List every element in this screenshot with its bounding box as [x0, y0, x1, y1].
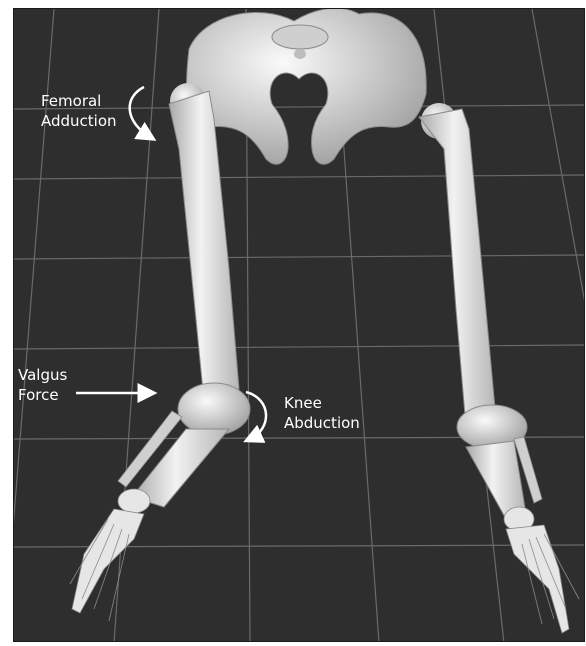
femoral-adduction-label-line1: Femoral — [41, 91, 117, 111]
valgus-force-label: Valgus Force — [18, 365, 67, 405]
right-foot — [70, 489, 150, 621]
left-leg — [419, 103, 579, 633]
left-foot — [504, 507, 579, 633]
valgus-force-label-line2: Force — [18, 385, 67, 405]
right-leg — [70, 83, 250, 621]
femoral-adduction-label: Femoral Adduction — [41, 91, 117, 131]
skeleton-render-view: Femoral Adduction Valgus Force Knee Abdu… — [13, 8, 585, 642]
valgus-force-label-line1: Valgus — [18, 365, 67, 385]
knee-abduction-label-line2: Abduction — [284, 413, 360, 433]
pelvis — [187, 9, 427, 164]
knee-abduction-label: Knee Abduction — [284, 393, 360, 433]
femoral-adduction-label-line2: Adduction — [41, 111, 117, 131]
knee-abduction-label-line1: Knee — [284, 393, 360, 413]
curved-arrow-icon — [130, 87, 150, 137]
